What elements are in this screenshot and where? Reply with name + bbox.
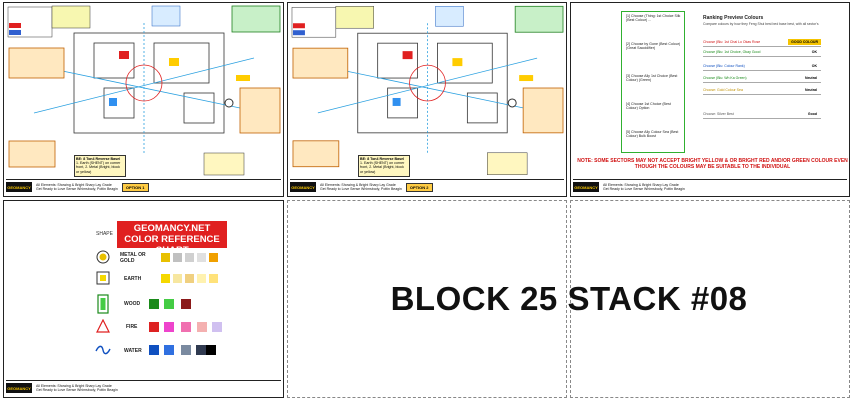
shape-header: SHAPE [96,231,113,237]
panel-footer: GEOMANCY All Elements: Showing & Bright … [573,179,847,194]
element-name-earth: EARTH [124,276,142,282]
color-swatch [181,299,191,309]
color-swatch [197,274,206,283]
element-name-wood: WOOD [124,301,141,307]
footer-line-2: Get Ready to Love Sense Whimsbody, Potti… [36,388,118,392]
color-swatch [196,345,206,355]
choice-item: [4] Choose 1st Choice (Best Colour) Opti… [626,102,671,111]
page-title: BLOCK 25 STACK #08 [390,280,748,317]
footer-line-1: All Elements: Showing & Bright Sharp Lay… [36,384,112,388]
choice-list [621,11,685,153]
color-swatch [212,322,222,332]
color-swatch [197,322,207,332]
footer-line-2: Get Ready to Love Sense Whimsbody, Potti… [603,187,685,191]
footer-text: All Elements: Showing & Bright Sharp Lay… [320,183,402,191]
element-name-fire: FIRE [126,324,138,330]
color-swatch [164,322,174,332]
rank-row: Choose (Blu: Wh Ka Green) Neutral [703,74,821,83]
footer-line-2: Get Ready to Love Sense Whimsbody, Potti… [320,187,402,191]
choice-item: [5] Choose Ally Colour Sea (Best Colour)… [626,130,679,139]
rank-row: Choose: Silver Best Good [703,110,821,119]
element-box-title: BE: 8 Ton4 Reverse Basel [360,157,405,161]
color-swatch [149,322,159,332]
rank-label: Choose: Gold Colour Sea [703,88,743,92]
color-swatch [185,274,194,283]
color-swatch [181,322,191,332]
circle-icon [96,250,110,264]
rank-label: Choose (Blu: Wh Ka Green) [703,76,747,80]
rectangle-icon [97,294,109,314]
floorplan-panel-option-2: BE: 8 Ton4 Reverse Basel 1. Earth (SHENT… [287,2,567,197]
rank-badge: Neutral [804,88,817,92]
option-label: OPTION 2 [405,182,433,192]
color-swatch [209,274,218,283]
element-name-metal: METAL OR GOLD [120,252,146,264]
footer-line-1: All Elements: Showing & Bright Sharp Lay… [320,183,396,187]
color-swatch [185,253,194,262]
rank-badge: OK [811,50,817,54]
color-swatch [181,345,191,355]
option-label: OPTION 1 [121,182,149,192]
floorplan-drawing [7,5,281,176]
rank-label: Choose: Silver Best [703,112,734,116]
triangle-icon [96,319,110,333]
rank-badge: OK [811,64,817,68]
rank-label: Choose (Blu: 1st Choice, Okay Good [703,50,761,54]
panel-footer: GEOMANCY All Elements: Showing & Bright … [290,179,564,194]
footer-line-1: All Elements: Showing & Bright Sharp Lay… [36,183,112,187]
choice-item: [1] Choose (Thing: 1st Choice Silk (Best… [626,14,681,23]
floorplan-panel-option-1: BE: 8 Ton4 Reverse Basel 1. Earth (SHENT… [3,2,284,197]
rank-row: Choose: Gold Colour Sea Neutral [703,86,821,95]
rank-label: Choose (Blu: 1st Chai Lo Okas Rose [703,40,761,44]
color-swatch [209,253,218,262]
reference-chart-title: GEOMANCY.NET COLOR REFERENCE CHART [117,221,227,256]
element-box-title: BE: 8 Ton4 Reverse Basel [76,157,121,161]
element-name-water: WATER [124,348,142,354]
geomancy-logo: GEOMANCY [6,383,32,393]
geomancy-logo: GEOMANCY [290,182,316,192]
panel-footer: GEOMANCY All Elements: Showing & Bright … [6,179,281,194]
color-swatch [149,299,159,309]
rank-label: Choose (Blu: Colour Rank) [703,64,745,68]
footer-text: All Elements: Showing & Bright Sharp Lay… [36,384,118,392]
footer-text: All Elements: Showing & Bright Sharp Lay… [36,183,118,191]
sector-note: NOTE: SOME SECTORS MAY NOT ACCEPT BRIGHT… [577,158,848,170]
ranking-intro: Compare colours by how they Feng Shui be… [703,22,819,26]
rank-row: Choose (Blu: 1st Chai Lo Okas Rose GOOD … [703,38,821,47]
wave-icon [95,345,111,355]
ranking-panel: GEOMANCY All Elements: Showing & Bright … [570,2,850,197]
geomancy-logo: GEOMANCY [573,182,599,192]
color-swatch [161,274,170,283]
choice-item: [2] Choose by Gone (Best Colour) (Great … [626,42,681,51]
color-swatch [149,345,159,355]
rank-badge: GOOD COLOUR [788,39,821,45]
color-swatch [161,253,170,262]
color-swatch [164,345,174,355]
color-swatch [173,253,182,262]
empty-cell [287,200,567,398]
color-swatch [197,253,206,262]
footer-line-1: All Elements: Showing & Bright Sharp Lay… [603,183,679,187]
rank-badge: Good [807,112,817,116]
panel-footer: GEOMANCY All Elements: Showing & Bright … [6,380,281,395]
footer-text: All Elements: Showing & Bright Sharp Lay… [603,183,685,191]
choice-item: [3] Choose Ally 1st Choice (Best Colour)… [626,74,678,83]
element-box-note: 1. Earth (SHENT) on corner front, 2. Met… [76,161,121,174]
floorplan-drawing [291,5,564,175]
color-swatch [206,345,216,355]
element-box: BE: 8 Ton4 Reverse Basel 1. Earth (SHENT… [358,155,410,177]
ranking-heading: Ranking Preview Colours [703,15,764,21]
element-box-note: 1. Earth (SHENT) on corner front, 2. Met… [360,161,405,174]
rank-badge: Neutral [804,76,817,80]
footer-line-2: Get Ready to Love Sense Whimsbody, Potti… [36,187,118,191]
color-swatch [173,274,182,283]
color-swatch [164,299,174,309]
element-box: BE: 8 Ton4 Reverse Basel 1. Earth (SHENT… [74,155,126,177]
rank-row: Choose (Blu: 1st Choice, Okay Good OK [703,48,821,57]
geomancy-logo: GEOMANCY [6,182,32,192]
square-icon [96,271,110,285]
rank-row: Choose (Blu: Colour Rank) OK [703,62,821,71]
